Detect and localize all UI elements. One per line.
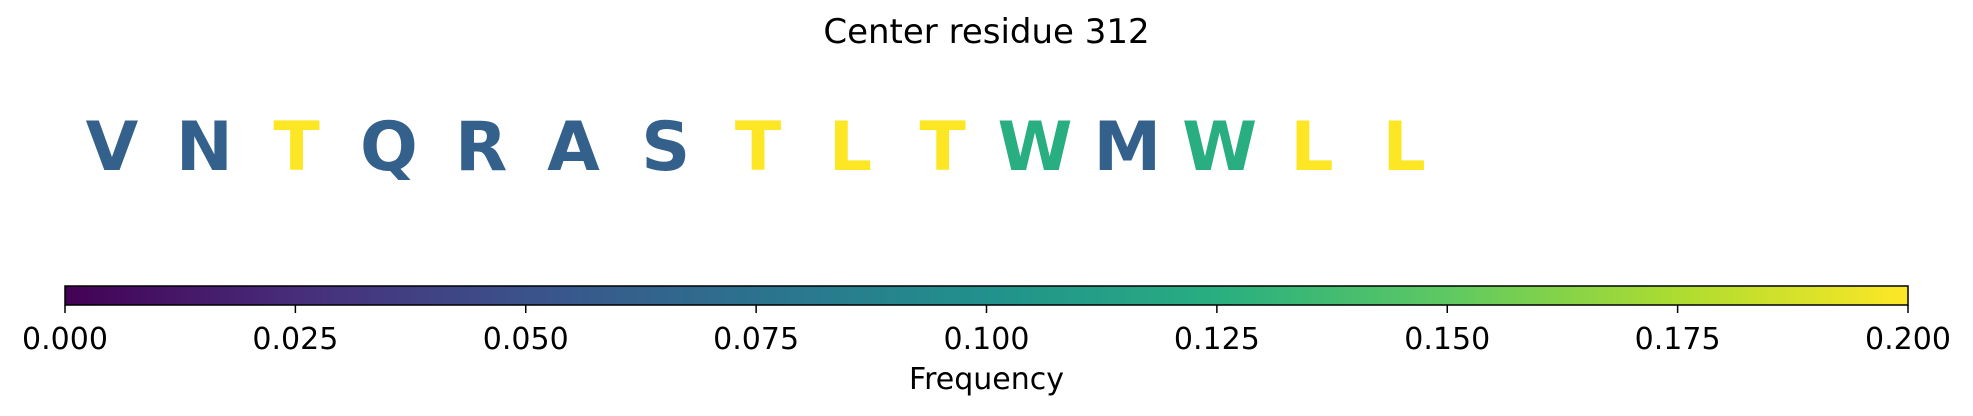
residue-letter: S <box>641 108 691 187</box>
colorbar-tick-label: 0.075 <box>713 322 800 357</box>
residue-letter: L <box>1382 108 1426 187</box>
colorbar-tick-label: 0.125 <box>1173 322 1260 357</box>
residue-letter: L <box>828 108 873 187</box>
colorbar-tick-label: 0.150 <box>1404 322 1491 357</box>
residue-letter: N <box>175 108 233 187</box>
residue-letter: T <box>734 108 782 187</box>
colorbar-ticks <box>64 305 1909 313</box>
residue-letter: T <box>919 108 966 187</box>
residue-letter: V <box>85 108 139 187</box>
residue-letter: T <box>273 108 320 187</box>
colorbar-tick-label: 0.200 <box>1865 322 1951 357</box>
colorbar-label: Frequency <box>909 362 1064 397</box>
residue-letter: W <box>997 108 1073 187</box>
residue-letter: A <box>547 108 600 187</box>
colorbar-tick-label: 0.100 <box>943 322 1030 357</box>
residue-letter: L <box>1290 108 1334 187</box>
residue-letter: R <box>455 108 508 187</box>
residue-letter: Q <box>359 108 418 187</box>
residue-letter: M <box>1093 108 1162 187</box>
colorbar-gradient <box>64 285 1909 306</box>
colorbar-tick-label: 0.050 <box>482 322 569 357</box>
colorbar-tick-label: 0.000 <box>22 322 108 357</box>
chart-title: Center residue 312 <box>823 12 1150 52</box>
colorbar-tick-label: 0.025 <box>252 322 339 357</box>
residue-letter: W <box>1182 108 1258 187</box>
colorbar-tick-label: 0.175 <box>1634 322 1721 357</box>
